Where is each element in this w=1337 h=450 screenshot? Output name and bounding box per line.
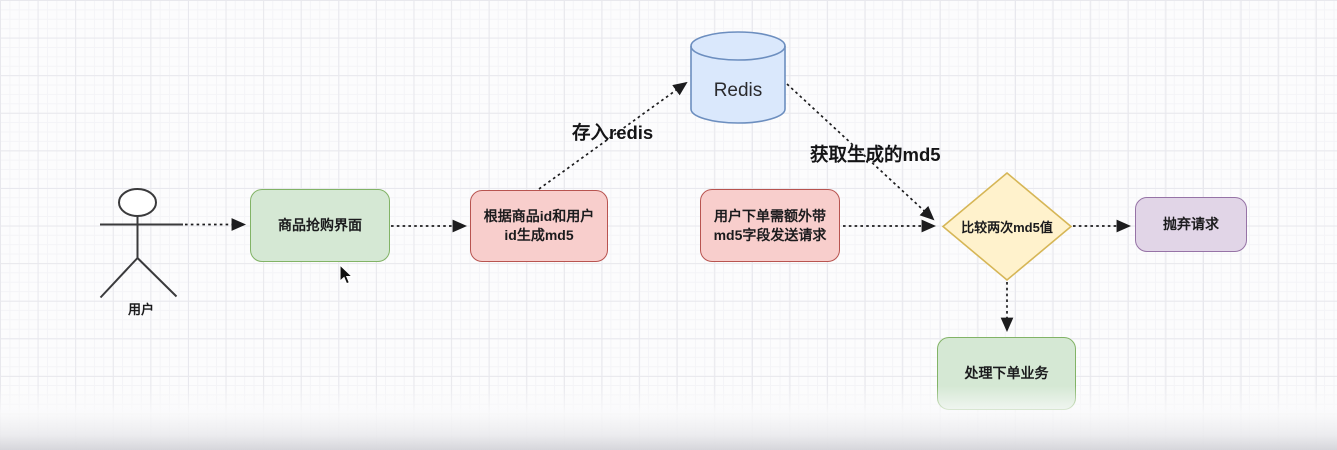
edge-gen-md5-to-redis [538,81,688,190]
node-discard-request[interactable]: 抛弃请求 [1135,197,1247,252]
redis-cylinder-top-rim [690,45,786,61]
node-order-request-label: 用户下单需额外带md5字段发送请求 [713,207,827,243]
node-process-order[interactable]: 处理下单业务 [937,337,1076,410]
redis-cylinder-shape[interactable] [690,31,786,124]
node-generate-md5-label: 根据商品id和用户id生成md5 [483,208,595,243]
actor-leg-left [99,257,139,299]
redis-cylinder-label: Redis [713,80,763,101]
compare-md5-diamond-shape[interactable] [941,171,1073,282]
node-process-order-label: 处理下单业务 [964,365,1049,382]
compare-md5-diamond-label: 比较两次md5值 [961,220,1053,235]
actor-head [118,188,157,217]
node-generate-md5[interactable]: 根据商品id和用户id生成md5 [470,190,608,262]
edge-redis-to-compare [786,83,935,221]
actor-leg-right [136,257,178,298]
node-discard-request-label: 抛弃请求 [1163,216,1219,233]
user-actor-figure[interactable] [99,188,183,299]
node-purchase-ui[interactable]: 商品抢购界面 [250,189,390,262]
user-actor-label: 用户 [127,302,154,317]
redis-cylinder-body [690,31,786,124]
node-order-request[interactable]: 用户下单需额外带md5字段发送请求 [700,189,840,262]
edge-label-fetch-md5: 获取生成的md5 [810,144,941,165]
edge-label-store-redis: 存入redis [572,122,654,143]
node-purchase-ui-label: 商品抢购界面 [278,217,362,234]
